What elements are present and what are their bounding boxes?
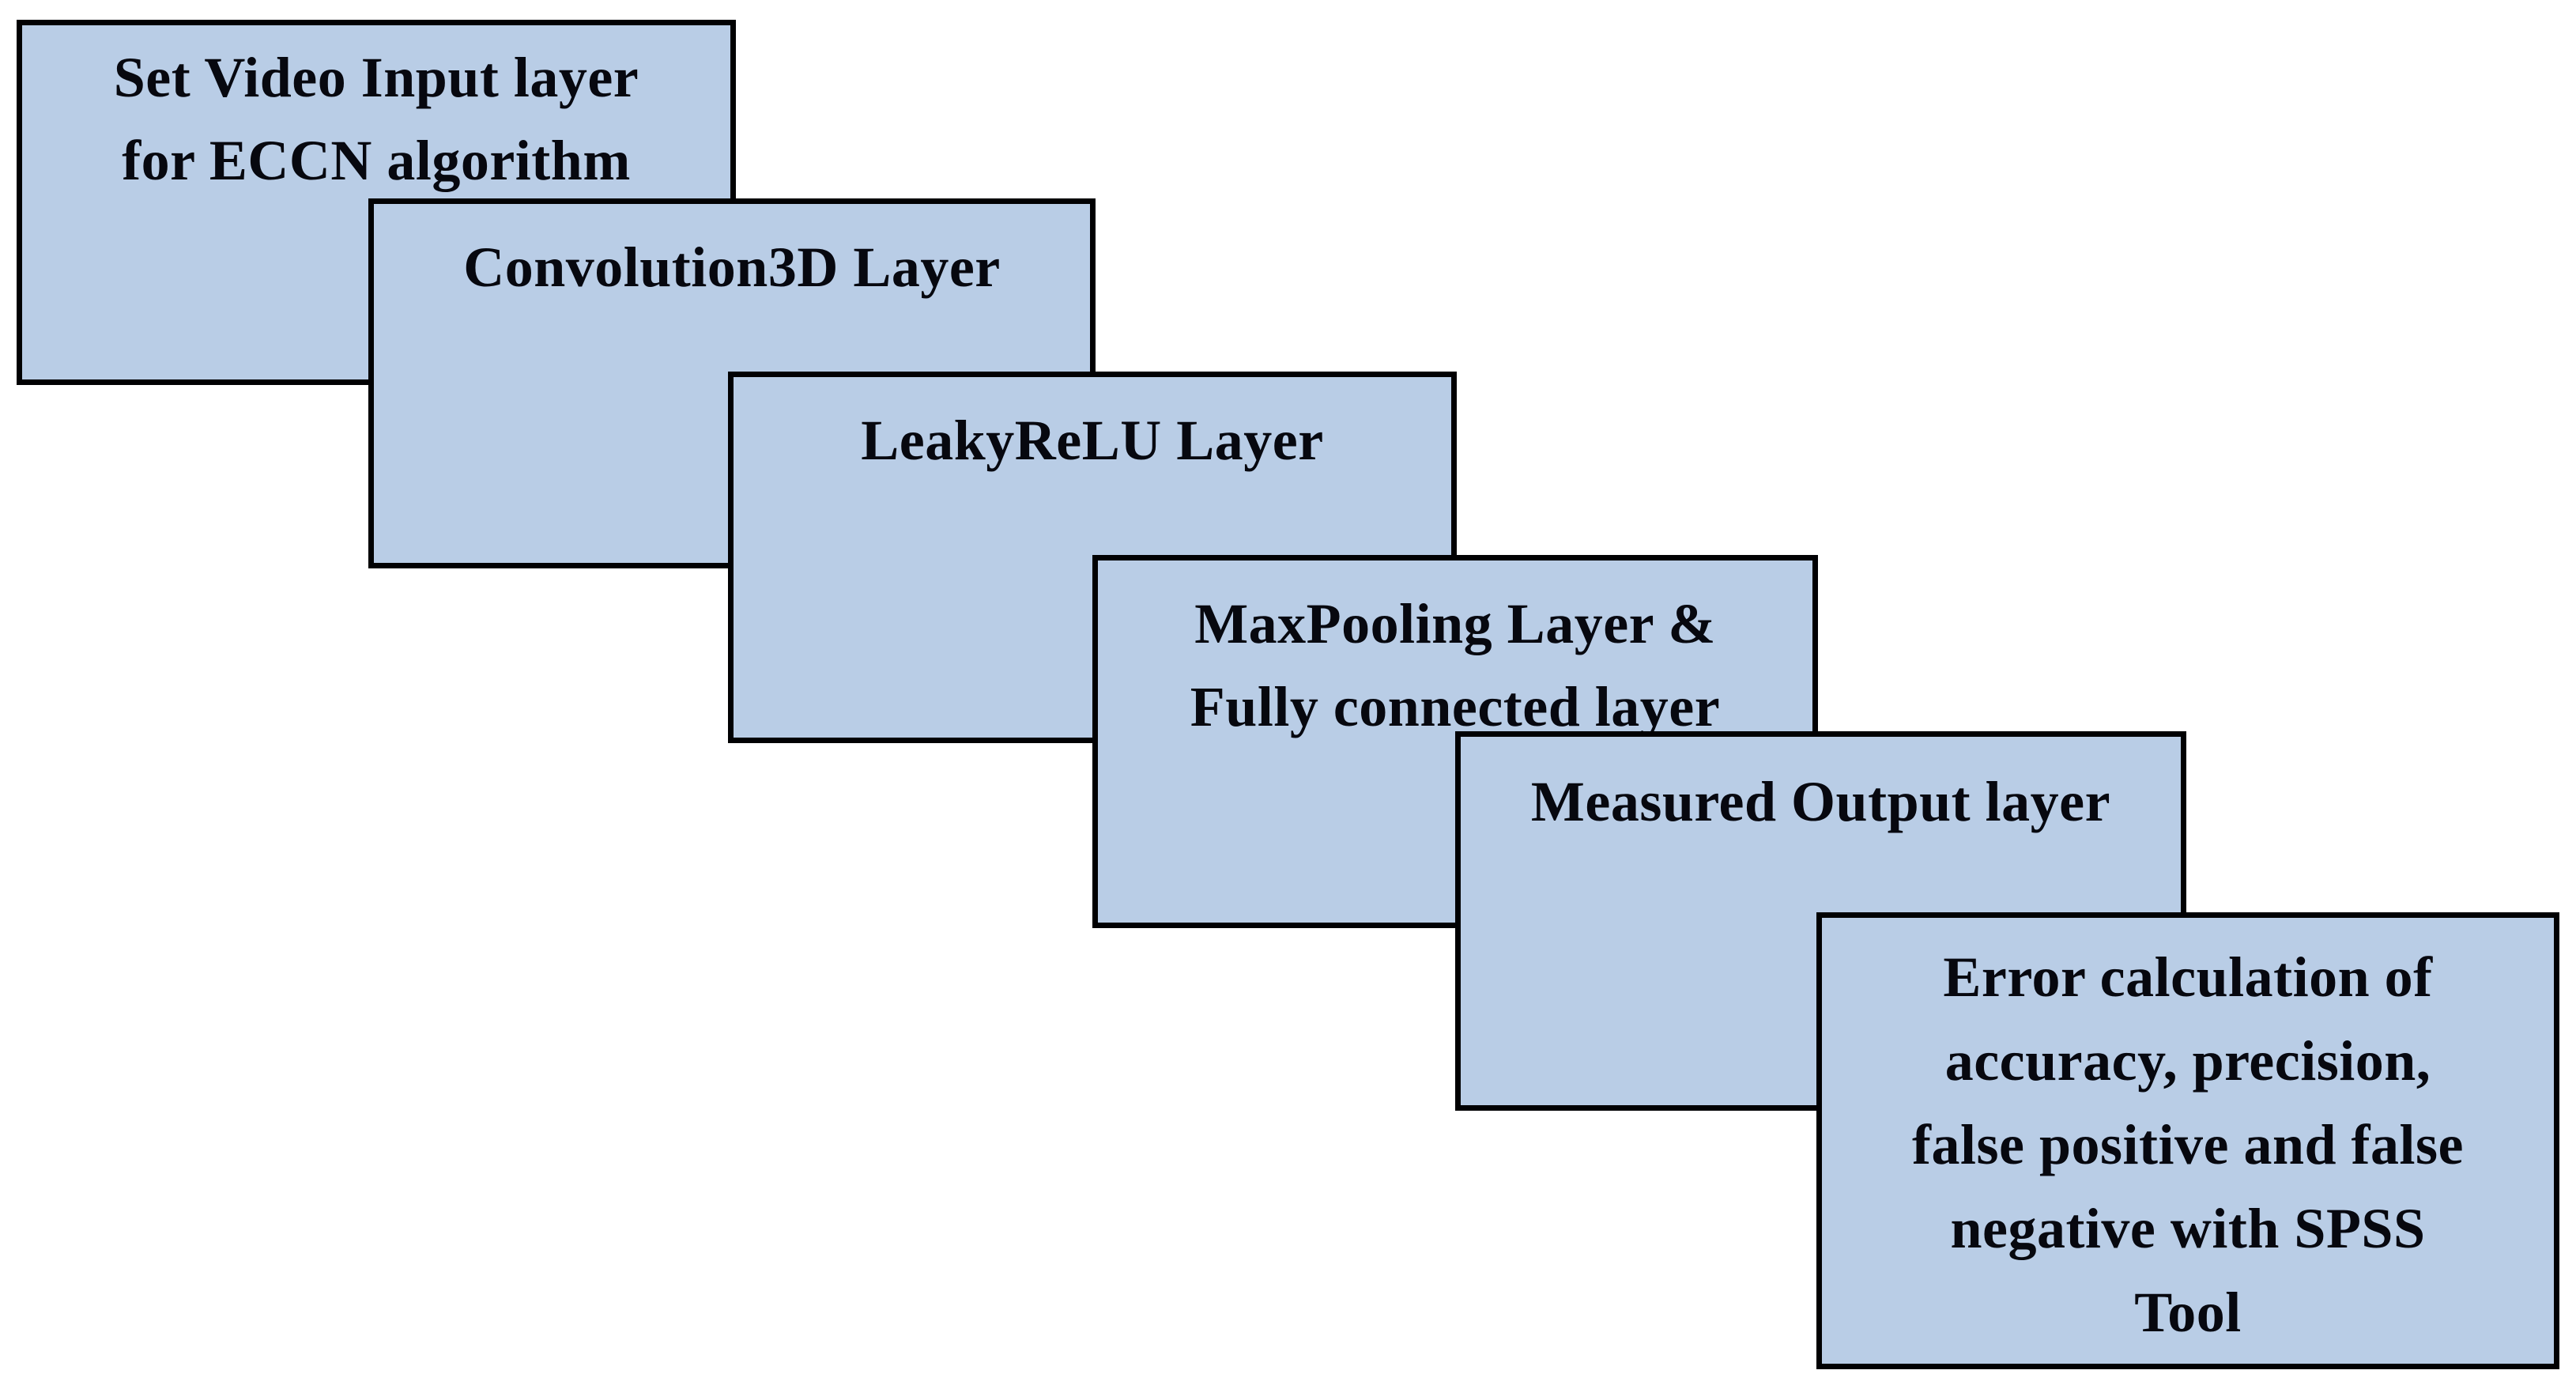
box-set-video-input-layer-label: Set Video Input layer for ECCN algorithm — [113, 46, 639, 192]
box-error-calculation-spss: Error calculation of accuracy, precision… — [1816, 912, 2559, 1369]
box-measured-output-layer-label: Measured Output layer — [1530, 770, 2111, 833]
box-error-calculation-spss-label: Error calculation of accuracy, precision… — [1911, 946, 2464, 1344]
box-leakyrelu-layer-label: LeakyReLU Layer — [861, 409, 1324, 472]
box-maxpooling-fully-connected-layer-label: MaxPooling Layer & Fully connected layer — [1190, 592, 1721, 738]
box-convolution3d-layer-label: Convolution3D Layer — [463, 236, 1001, 299]
